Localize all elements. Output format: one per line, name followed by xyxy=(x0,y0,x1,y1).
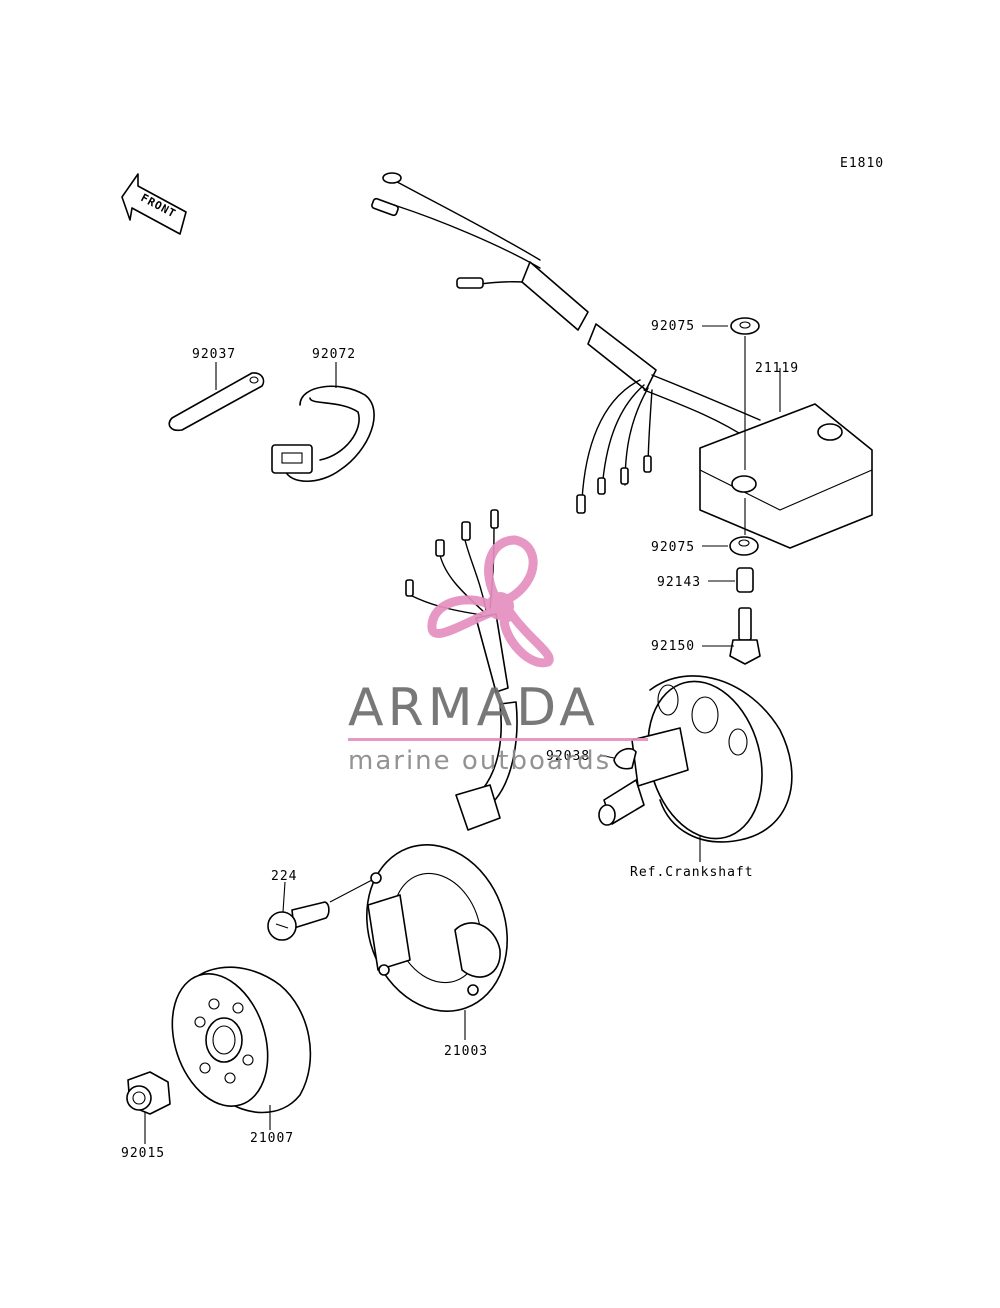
front-arrow-icon: FRONT xyxy=(121,173,187,235)
collar-92143 xyxy=(736,567,754,593)
crankshaft-ref xyxy=(598,675,793,843)
label-92015: 92015 xyxy=(121,1146,165,1161)
watermark-brand: ARMADA xyxy=(348,678,599,738)
label-ref-crankshaft: Ref.Crankshaft xyxy=(630,865,754,880)
leader-lines xyxy=(144,325,781,1144)
label-92072: 92072 xyxy=(312,347,356,362)
bolt-92150 xyxy=(729,607,761,665)
stator-wire-harness xyxy=(405,509,518,831)
watermark: ARMADA marine outboards xyxy=(348,535,648,776)
label-92143: 92143 xyxy=(657,575,701,590)
nut-92015 xyxy=(126,1071,171,1115)
diagram-code: E1810 xyxy=(840,156,884,171)
key-92038 xyxy=(613,747,637,770)
flywheel-21007 xyxy=(171,966,312,1114)
label-21003: 21003 xyxy=(444,1044,488,1059)
screw-224 xyxy=(267,879,373,941)
label-92075-bottom: 92075 xyxy=(651,540,695,555)
label-21119: 21119 xyxy=(755,361,799,376)
label-21007: 21007 xyxy=(250,1131,294,1146)
part-labels: 92075 21119 92037 92072 92075 92143 9215… xyxy=(121,319,799,1161)
washer-92075-top xyxy=(730,317,760,335)
label-92150: 92150 xyxy=(651,639,695,654)
label-92037: 92037 xyxy=(192,347,236,362)
stator-21003 xyxy=(365,844,509,1012)
label-224: 224 xyxy=(271,869,297,884)
regulator-wire-harness xyxy=(371,172,761,514)
watermark-tagline: marine outboards xyxy=(348,746,611,776)
label-92038: 92038 xyxy=(546,749,590,764)
label-92075-top: 92075 xyxy=(651,319,695,334)
propeller-logo-icon xyxy=(427,535,554,668)
regulator-21119 xyxy=(699,403,873,549)
band-92037 xyxy=(168,372,265,432)
washer-92075-bottom xyxy=(729,536,759,556)
clamp-92072 xyxy=(271,385,375,482)
